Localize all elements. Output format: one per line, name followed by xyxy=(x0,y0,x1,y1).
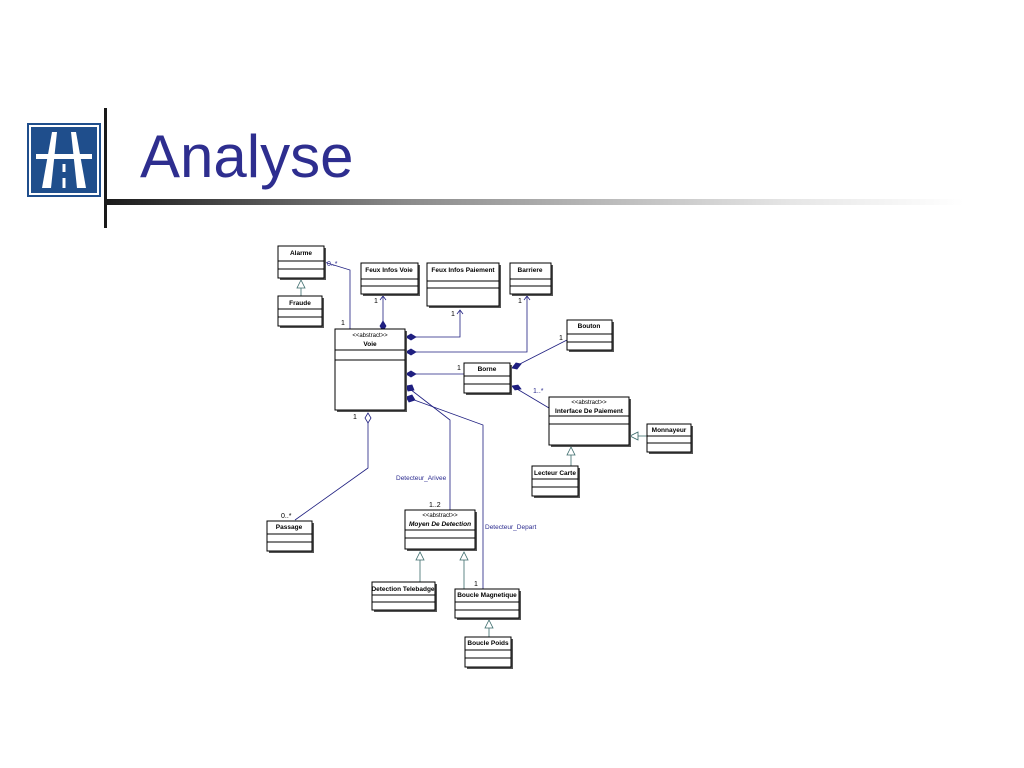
class-boucle-poids: Boucle Poids xyxy=(464,636,513,669)
association-borne-bouton xyxy=(511,339,568,370)
class-fraude-name: Fraude xyxy=(289,300,311,307)
class-borne-name: Borne xyxy=(478,366,497,373)
class-borne: Borne xyxy=(463,362,512,395)
class-boucle-magnetique-name: Boucle Magnetique xyxy=(457,592,517,599)
class-boucle-poids-name: Boucle Poids xyxy=(467,640,509,647)
class-feux-infos-voie-name: Feux Infos Voie xyxy=(365,267,413,274)
generalization-boucle-poids-magnetique xyxy=(484,619,494,637)
mult-voie-passage: 1 xyxy=(353,414,357,421)
association-voie-barriere xyxy=(405,295,531,356)
mult-boucle-magnetique: 1 xyxy=(474,581,478,588)
class-voie-name: Voie xyxy=(363,341,377,348)
class-interface-de-paiement: <<abstract>> Interface De Paiement xyxy=(548,396,631,447)
class-interface-stereotype: <<abstract>> xyxy=(571,400,607,406)
class-bouton-name: Bouton xyxy=(578,323,601,330)
class-moyen-name: Moyen De Detection xyxy=(409,521,471,528)
highway-sign-icon xyxy=(24,120,104,200)
class-barriere-name: Barriere xyxy=(518,267,543,274)
association-borne-interface xyxy=(511,384,550,409)
association-voie-moyen-detection xyxy=(405,384,451,510)
class-moyen-de-detection: <<abstract>> Moyen De Detection xyxy=(404,509,477,551)
class-alarme-name: Alarme xyxy=(290,250,312,257)
class-detection-telebadge-name: Detection Telebadge xyxy=(371,586,434,593)
class-fraude: Fraude xyxy=(277,295,324,328)
generalization-lecteur-interface xyxy=(566,446,576,466)
class-lecteur-carte: Lecteur Carte xyxy=(531,465,580,498)
association-voie-passage xyxy=(294,412,372,521)
mult-alarme: 0..* xyxy=(327,261,338,268)
generalization-monnayeur-interface xyxy=(629,431,647,441)
class-voie-stereotype: <<abstract>> xyxy=(352,333,388,339)
class-monnayeur: Monnayeur xyxy=(646,423,693,454)
class-barriere: Barriere xyxy=(509,262,553,296)
class-moyen-stereotype: <<abstract>> xyxy=(422,513,458,519)
vertical-rule xyxy=(104,108,107,228)
mult-passage: 0..* xyxy=(281,513,292,520)
association-alarme-voie xyxy=(323,261,351,330)
mult-interface: 1..* xyxy=(533,388,544,395)
mult-borne: 1 xyxy=(457,365,461,372)
class-passage: Passage xyxy=(266,520,314,553)
class-detection-telebadge: Detection Telebadge xyxy=(371,581,437,612)
mult-feux-infos-voie: 1 xyxy=(374,298,378,305)
horizontal-rule xyxy=(104,199,964,205)
mult-bouton: 1 xyxy=(559,335,563,342)
class-passage-name: Passage xyxy=(276,524,303,531)
class-lecteur-carte-name: Lecteur Carte xyxy=(534,470,576,477)
generalization-telebadge-moyen xyxy=(404,551,425,583)
class-boucle-magnetique: Boucle Magnetique xyxy=(454,588,521,620)
association-voie-boucle-magnetique xyxy=(405,394,484,590)
association-voie-borne xyxy=(405,370,464,378)
mult-barriere: 1 xyxy=(518,298,522,305)
mult-feux-infos-paiement: 1 xyxy=(451,311,455,318)
class-bouton: Bouton xyxy=(566,319,614,352)
class-interface-name: Interface De Paiement xyxy=(555,408,624,415)
association-voie-feux-infos-voie xyxy=(379,295,387,332)
class-voie: <<abstract>> Voie xyxy=(334,328,407,412)
mult-moyen-detection: 1..2 xyxy=(429,502,441,509)
class-monnayeur-name: Monnayeur xyxy=(652,427,687,434)
role-detecteur-arrivee: Detecteur_Arivee xyxy=(396,475,447,482)
class-feux-infos-paiement-name: Feux Infos Paiement xyxy=(431,267,495,274)
generalization-fraude-alarme xyxy=(296,279,306,297)
class-feux-infos-paiement: Feux Infos Paiement xyxy=(426,262,501,308)
generalization-boucle-magnetique-moyen xyxy=(459,551,469,589)
role-detecteur-depart: Detecteur_Depart xyxy=(485,524,536,531)
mult-voie-alarme: 1 xyxy=(341,320,345,327)
class-feux-infos-voie: Feux Infos Voie xyxy=(360,262,420,296)
slide-title: Analyse xyxy=(140,123,354,190)
class-alarme: Alarme xyxy=(277,245,326,280)
association-voie-feux-infos-paiement xyxy=(405,309,464,341)
